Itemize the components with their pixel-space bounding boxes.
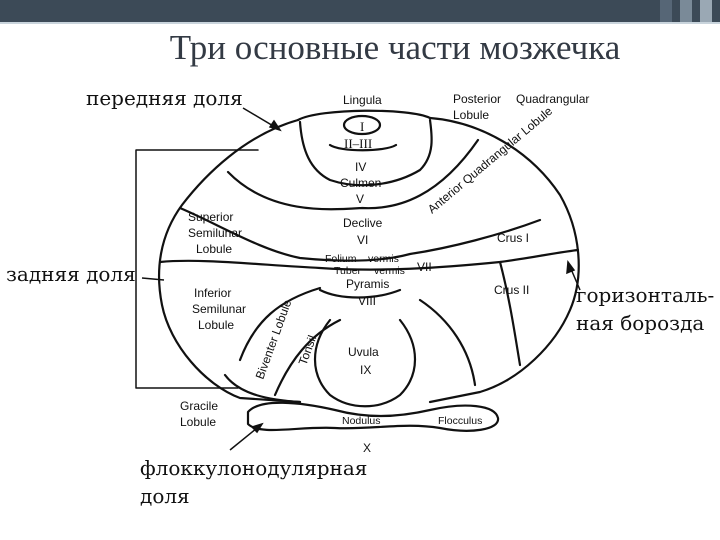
label-vermis1: vermis <box>368 253 399 265</box>
label-culmen-num: IV <box>355 160 366 174</box>
primary-fissure <box>226 138 480 211</box>
label-superior-semilunar-2: Semilunar <box>188 226 242 240</box>
callout-flocculonodular-line1: флоккулонодулярная <box>140 456 368 480</box>
gracile-outline <box>223 373 302 404</box>
pyramis-fissure <box>318 288 402 299</box>
label-gracile-1: Gracile <box>180 399 218 413</box>
label-superior-semilunar-3: Lobule <box>196 242 232 256</box>
inferior-right-fissure <box>418 298 477 387</box>
pointer-posterior-lobe <box>141 277 165 281</box>
callout-flocculonodular-line2: доля <box>140 484 190 508</box>
slide-header-bar <box>0 0 720 24</box>
header-stripe <box>0 22 720 24</box>
label-nodulus: Nodulus <box>342 415 381 427</box>
label-crus2: Crus II <box>494 283 529 297</box>
label-tuber: Tuber <box>334 265 362 277</box>
label-posterior-quadrangular-2: Quadrangular <box>516 92 589 106</box>
label-posterior-quadrangular-3: Lobule <box>453 108 489 122</box>
pointer-anterior-arrowhead <box>268 119 282 132</box>
label-flocculus: Flocculus <box>438 415 482 427</box>
label-posterior-quadrangular-1: Posterior <box>453 92 501 106</box>
label-uvula: Uvula <box>348 345 379 359</box>
label-uvula-num: IX <box>360 363 371 377</box>
callout-posterior-lobe: задняя доля <box>6 262 136 286</box>
horizontal-fissure <box>158 248 580 271</box>
tonsil-fissure <box>273 318 342 397</box>
label-nodulus-num: X <box>363 441 371 455</box>
vermis-cap-outline <box>296 109 432 122</box>
label-vermis2: vermis <box>374 265 405 277</box>
label-inferior-semilunar-1: Inferior <box>194 286 231 300</box>
callout-horizontal-fissure-line2: ная борозда <box>576 311 705 335</box>
cerebellum-outline <box>157 116 580 404</box>
superior-semilunar-fissure <box>178 206 542 262</box>
label-lingula: Lingula <box>343 93 382 107</box>
crus2-fissure <box>498 260 522 367</box>
label-culmen: Culmen <box>340 176 381 190</box>
label-inferior-semilunar-2: Semilunar <box>192 302 246 316</box>
label-pyramis: Pyramis <box>346 277 389 291</box>
label-gracile-2: Lobule <box>180 415 216 429</box>
label-inferior-semilunar-3: Lobule <box>198 318 234 332</box>
label-pyramis-num: VIII <box>358 294 376 308</box>
lobe-bracket <box>135 149 259 389</box>
pointer-horizontal-arrowhead <box>566 259 576 275</box>
callout-horizontal-fissure: горизонталь- ная борозда <box>576 281 714 337</box>
label-declive-num: VI <box>357 233 368 247</box>
callout-horizontal-fissure-line1: горизонталь- <box>576 283 715 307</box>
header-decoration <box>700 0 712 22</box>
label-culmen-num2: V <box>356 192 364 206</box>
lingula-shape <box>342 114 382 136</box>
header-decoration <box>660 0 672 22</box>
callout-anterior-lobe: передняя доля <box>86 86 243 110</box>
culmen-fissure <box>298 118 433 187</box>
pointer-flocculonodular-arrowhead <box>250 422 264 434</box>
callout-flocculonodular-lobe: флоккулонодулярная доля <box>140 454 367 510</box>
label-lobules-2-3: II–III <box>344 136 372 151</box>
nodulus-shape <box>246 401 500 432</box>
label-crus1: Crus I <box>497 231 529 245</box>
biventer-fissure <box>238 286 322 362</box>
label-folium: Folium <box>325 253 357 265</box>
label-declive: Declive <box>343 216 383 230</box>
label-superior-semilunar-1: Superior <box>188 210 233 224</box>
label-vii: VII <box>417 260 432 274</box>
uvula-outline <box>313 318 417 408</box>
lobules-2-3-arc <box>328 143 398 152</box>
label-lingula-num: I <box>360 119 364 134</box>
header-decoration <box>680 0 692 22</box>
slide-title: Три основные части мозжечка <box>169 28 621 67</box>
